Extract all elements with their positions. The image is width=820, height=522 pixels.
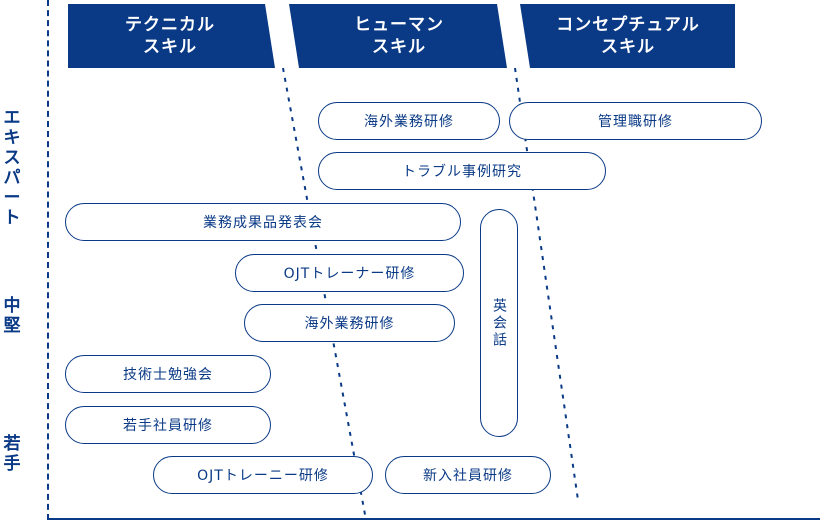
- level-expert: エキスパート: [0, 108, 24, 228]
- divider-human-conceptual: [514, 67, 579, 501]
- vertical-axis: [47, 0, 49, 520]
- level-label-mid: 中堅: [3, 296, 21, 336]
- program-ojt-trainer-training: OJTトレーナー研修: [235, 254, 464, 292]
- program-ojt-trainee-training: OJTトレーニー研修: [153, 456, 373, 494]
- level-label-junior: 若手: [3, 434, 21, 474]
- program-new-employee-training: 新入社員研修: [385, 456, 551, 494]
- horizontal-axis: [47, 518, 820, 520]
- program-trouble-case-study: トラブル事例研究: [318, 152, 606, 190]
- program-junior-training: 若手社員研修: [65, 406, 271, 444]
- column-label-technical: テクニカル スキル: [125, 15, 215, 57]
- column-label-human: ヒューマン スキル: [354, 15, 444, 57]
- level-junior: 若手: [0, 434, 24, 474]
- program-overseas-training-mid: 海外業務研修: [244, 304, 455, 342]
- column-tab-conceptual: コンセプチュアル スキル: [520, 4, 736, 68]
- level-label-expert: エキスパート: [3, 108, 21, 228]
- column-tab-human: ヒューマン スキル: [289, 4, 509, 68]
- divider-technical-human: [282, 67, 367, 521]
- column-label-conceptual: コンセプチュアル スキル: [556, 15, 700, 57]
- program-english-conversation-label: 英会話: [491, 297, 507, 349]
- program-management-training: 管理職研修: [509, 102, 762, 140]
- column-tab-technical: テクニカル スキル: [65, 4, 275, 68]
- program-results-presentation: 業務成果品発表会: [65, 203, 461, 241]
- program-engineer-study-group: 技術士勉強会: [65, 355, 271, 393]
- program-english-conversation: 英会話: [480, 209, 518, 437]
- level-mid: 中堅: [0, 296, 24, 336]
- program-overseas-training-expert: 海外業務研修: [318, 102, 500, 140]
